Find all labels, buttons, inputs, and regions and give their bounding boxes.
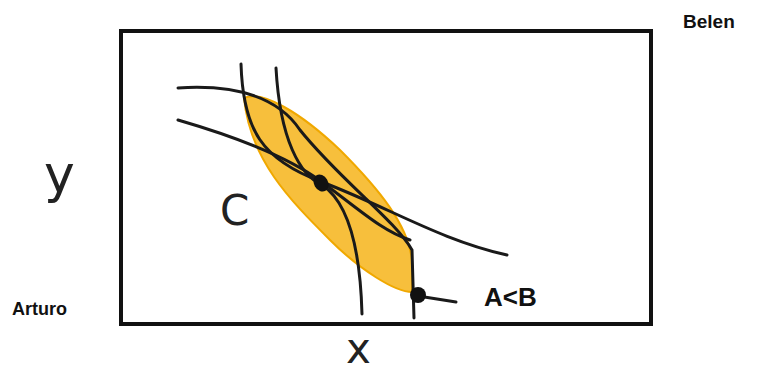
equilibrium-dot	[310, 172, 331, 195]
condition-label: A<B	[484, 284, 537, 310]
indifference-curve	[241, 64, 507, 255]
owner-label: Belen	[683, 12, 735, 31]
axis-label: x	[346, 328, 371, 370]
curve-label: C	[220, 190, 249, 232]
contract-lens	[244, 96, 412, 292]
box-outline	[121, 31, 651, 324]
endowment-dot	[410, 287, 426, 303]
owner-label: Arturo	[12, 300, 67, 318]
axis-label: y	[44, 148, 75, 200]
indifference-curve	[276, 68, 362, 314]
indifference-curve	[178, 87, 414, 318]
indifference-curve	[178, 120, 410, 240]
